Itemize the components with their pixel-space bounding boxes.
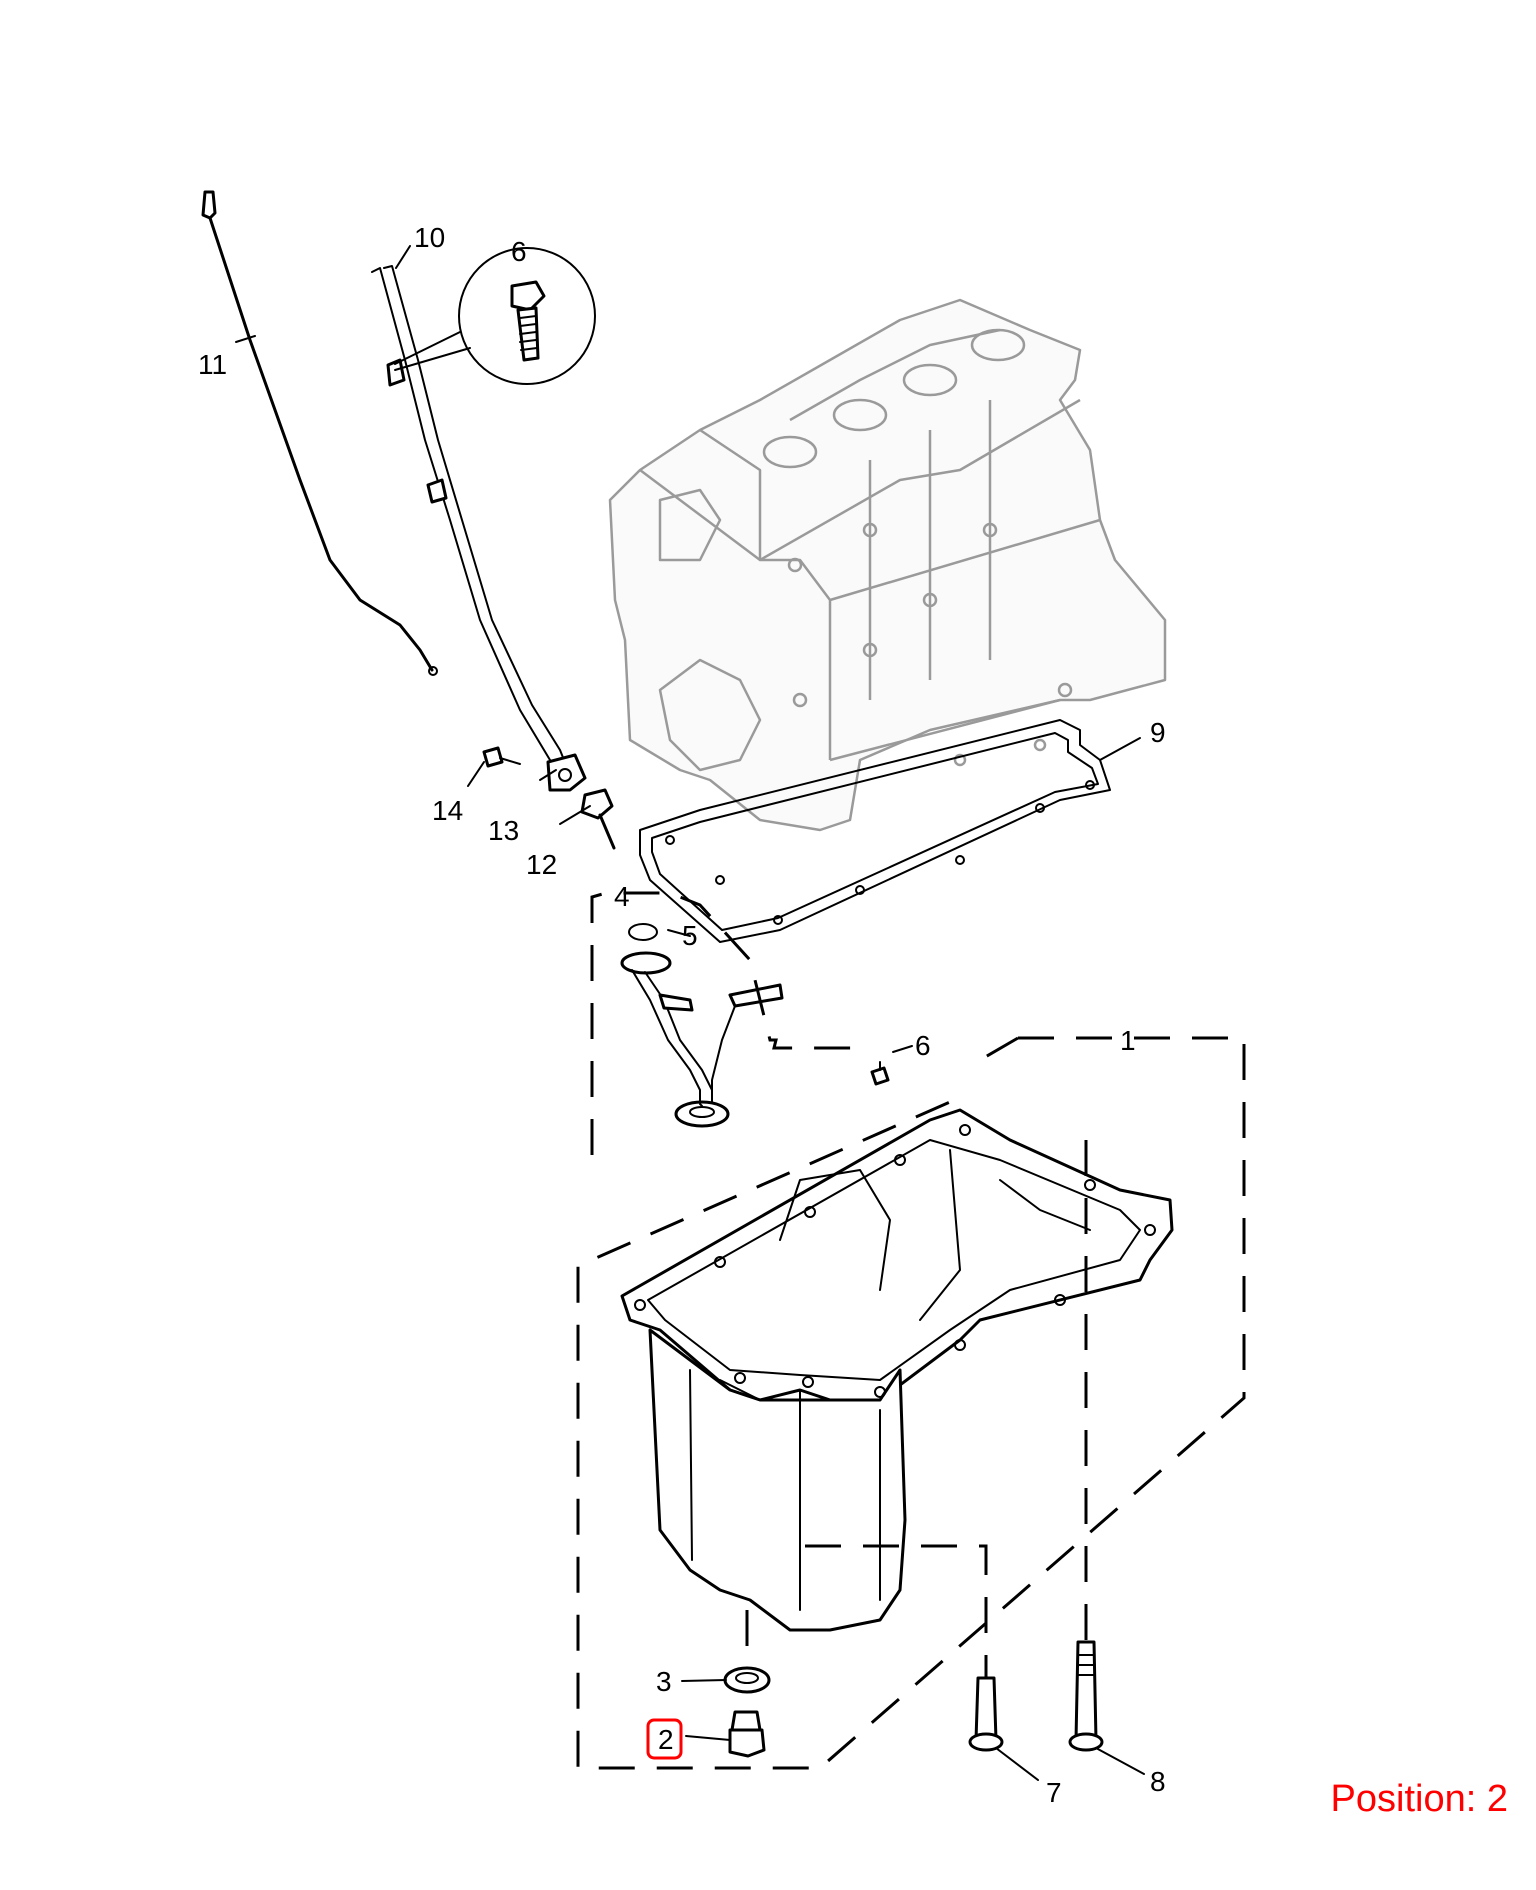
bolt-detail-circle: [394, 247, 596, 385]
engine-block: [608, 298, 1167, 832]
callout-8[interactable]: 8: [1150, 1766, 1166, 1797]
callout-1[interactable]: 1: [1120, 1025, 1136, 1056]
bolt-7: [968, 1676, 1004, 1752]
drain-plug: [728, 1710, 766, 1758]
bolt-6-pickup: [870, 1061, 890, 1086]
callout-12[interactable]: 12: [526, 849, 557, 880]
callout-7[interactable]: 7: [1046, 1777, 1062, 1808]
callout-5[interactable]: 5: [682, 920, 698, 951]
drain-washer: [723, 1666, 771, 1694]
callout-6-detail[interactable]: 6: [511, 236, 527, 267]
callout-9[interactable]: 9: [1150, 717, 1166, 748]
callout-6-pickup[interactable]: 6: [915, 1030, 931, 1061]
bolt-14: [482, 746, 521, 768]
group-outline-4: [590, 891, 868, 1155]
oil-pan-gasket: [639, 719, 1111, 943]
callout-labels: 1 2 3 4 5 6 6 7 8 9 10 11 12 13 14: [198, 222, 1166, 1808]
leader-lines: [235, 245, 1145, 1781]
oil-pan: [620, 1108, 1174, 1632]
group-outline-1: [576, 1036, 1246, 1770]
dipstick-tube: [371, 265, 571, 781]
dipstick: [201, 190, 438, 676]
tube-bracket: [546, 753, 616, 850]
oil-pickup-tube: [620, 923, 784, 1128]
callout-13[interactable]: 13: [488, 815, 519, 846]
callout-4[interactable]: 4: [614, 881, 630, 912]
callout-14[interactable]: 14: [432, 795, 463, 826]
selected-callout-highlight: [646, 1718, 683, 1760]
position-indicator: Position: 2: [1330, 1778, 1508, 1820]
callout-3[interactable]: 3: [656, 1666, 672, 1697]
bolt-8: [1068, 1640, 1104, 1752]
callout-11[interactable]: 11: [198, 349, 227, 380]
callout-10[interactable]: 10: [414, 222, 445, 253]
callout-2[interactable]: 2: [658, 1724, 674, 1755]
